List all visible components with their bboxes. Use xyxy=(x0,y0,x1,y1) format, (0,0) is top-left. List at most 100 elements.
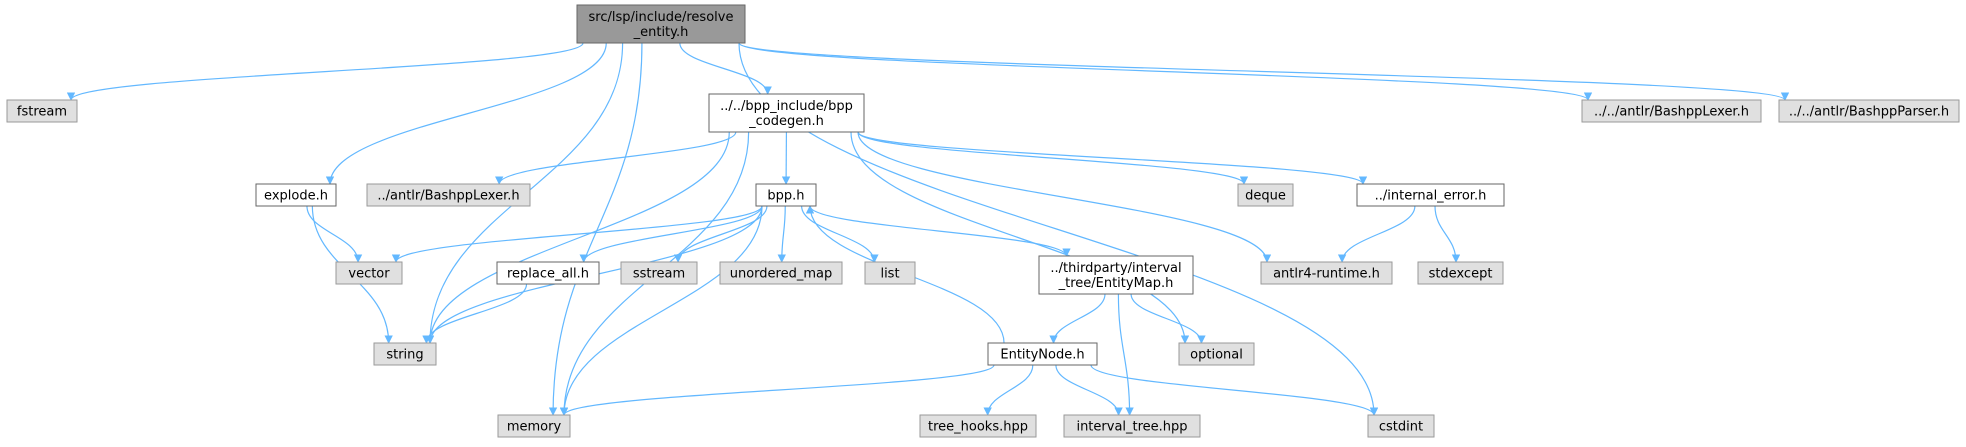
node-label: list xyxy=(880,267,899,282)
node-label: unordered_map xyxy=(730,267,833,282)
edge-arrow xyxy=(673,205,768,263)
edge-arrow xyxy=(495,131,737,185)
node-label: stdexcept xyxy=(1429,267,1493,282)
edge-replace_all-to-string xyxy=(422,283,528,344)
node-box xyxy=(576,4,746,44)
edge-bpp_codegen-to-internal_error xyxy=(857,131,1368,185)
edge-arrow xyxy=(801,205,879,263)
node-bpp_codegen[interactable]: ../../bpp_include/bpp_codegen.h xyxy=(708,93,865,133)
node-cstdint: cstdint xyxy=(1367,414,1435,438)
edge-bpp_codegen-to-optional xyxy=(850,131,1190,344)
edge-arrow xyxy=(809,205,1071,257)
edge-arrow xyxy=(391,205,763,263)
edge-arrow xyxy=(1049,293,1106,344)
edge-explode-to-vector xyxy=(306,205,363,263)
node-bpp[interactable]: bpp.h xyxy=(755,183,817,207)
edge-arrow xyxy=(1434,205,1461,263)
edge-entitynode-to-memory xyxy=(559,364,995,416)
node-memory: memory xyxy=(497,414,571,438)
node-antlr4runtime: antlr4-runtime.h xyxy=(1260,261,1393,285)
node-box xyxy=(1260,261,1393,285)
node-replace_all[interactable]: replace_all.h xyxy=(496,261,600,285)
node-label: antlr4-runtime.h xyxy=(1273,267,1380,282)
node-box xyxy=(620,261,698,285)
node-lexer_root: ../../antlr/BashppLexer.h xyxy=(1581,99,1762,123)
node-box xyxy=(335,261,403,285)
edge-bpp-to-list xyxy=(801,205,879,263)
edge-arrow xyxy=(857,131,1272,263)
edge-arrow xyxy=(738,42,1592,101)
node-box xyxy=(1178,342,1255,366)
edge-bpp-to-unordered_map xyxy=(777,205,786,263)
edge-arrow xyxy=(1055,364,1123,416)
node-parser_root: ../../antlr/BashppParser.h xyxy=(1778,99,1960,123)
node-label: explode.h xyxy=(264,189,328,204)
edge-arrow xyxy=(559,205,763,416)
node-box xyxy=(1367,414,1435,438)
node-box xyxy=(719,261,843,285)
node-label: _entity.h xyxy=(633,25,689,40)
node-box xyxy=(1063,414,1201,438)
node-sstream: sstream xyxy=(620,261,698,285)
node-deque: deque xyxy=(1237,183,1294,207)
edge-resolve_entity-to-lexer_root xyxy=(738,42,1592,101)
node-entitymap[interactable]: ../thirdparty/interval_tree/EntityMap.h xyxy=(1038,255,1194,295)
edge-arrow xyxy=(579,205,763,263)
node-label: EntityNode.h xyxy=(1000,348,1084,363)
edge-arrow xyxy=(983,364,1034,416)
node-list: list xyxy=(864,261,916,285)
node-label: ../../bpp_include/bpp xyxy=(720,99,853,114)
edge-internal_error-to-antlr4runtime xyxy=(1337,205,1416,263)
node-label: _codegen.h xyxy=(748,114,824,129)
node-box xyxy=(755,183,817,207)
node-label: vector xyxy=(348,267,390,282)
edge-resolve_entity-to-explode xyxy=(325,42,607,185)
node-box xyxy=(1237,183,1294,207)
node-label: bpp.h xyxy=(767,189,804,204)
node-box xyxy=(6,99,78,123)
node-label: ../../antlr/BashppLexer.h xyxy=(1594,105,1749,120)
edge-arrow xyxy=(66,42,584,101)
node-label: sstream xyxy=(633,267,685,282)
edge-entitymap-to-interval_tree xyxy=(1117,293,1134,416)
node-box xyxy=(864,261,916,285)
edge-arrow xyxy=(1117,293,1134,416)
node-label: deque xyxy=(1245,189,1286,204)
node-label: ../../antlr/BashppParser.h xyxy=(1789,105,1949,120)
node-explode[interactable]: explode.h xyxy=(255,183,337,207)
edge-entitymap-to-optional xyxy=(1130,293,1206,344)
edge-arrow xyxy=(850,131,1190,344)
node-resolve_entity[interactable]: src/lsp/include/resolve_entity.h xyxy=(576,4,746,44)
edge-arrow xyxy=(325,42,607,185)
edge-arrow xyxy=(777,205,786,263)
node-box xyxy=(1038,255,1194,295)
node-box xyxy=(373,342,437,366)
edge-bpp-to-entitymap xyxy=(809,205,1071,257)
node-entitynode[interactable]: EntityNode.h xyxy=(987,342,1098,366)
node-fstream: fstream xyxy=(6,99,78,123)
node-string: string xyxy=(373,342,437,366)
edge-bpp-to-sstream xyxy=(673,205,768,263)
edge-bpp-to-replace_all xyxy=(579,205,763,263)
node-label: ../thirdparty/interval xyxy=(1050,261,1181,276)
edge-arrow xyxy=(425,131,730,344)
node-internal_error[interactable]: ../internal_error.h xyxy=(1356,183,1505,207)
node-box xyxy=(1417,261,1504,285)
edge-arrow xyxy=(1130,293,1206,344)
edge-arrow xyxy=(738,42,1789,101)
edge-bpp_codegen-to-deque xyxy=(857,131,1249,185)
edge-arrow xyxy=(422,283,528,344)
node-label: memory xyxy=(507,420,562,435)
edges-layer xyxy=(66,42,1789,416)
edge-resolve_entity-to-parser_root xyxy=(738,42,1789,101)
edge-bpp_codegen-to-antlr4runtime xyxy=(857,131,1272,263)
edge-resolve_entity-to-fstream xyxy=(66,42,584,101)
edge-entitynode-to-interval_tree xyxy=(1055,364,1123,416)
edge-arrow xyxy=(559,364,995,416)
edge-arrow xyxy=(857,131,1368,185)
node-box xyxy=(1778,99,1960,123)
node-box xyxy=(919,414,1037,438)
node-box xyxy=(366,183,531,207)
edge-arrow xyxy=(1337,205,1416,263)
